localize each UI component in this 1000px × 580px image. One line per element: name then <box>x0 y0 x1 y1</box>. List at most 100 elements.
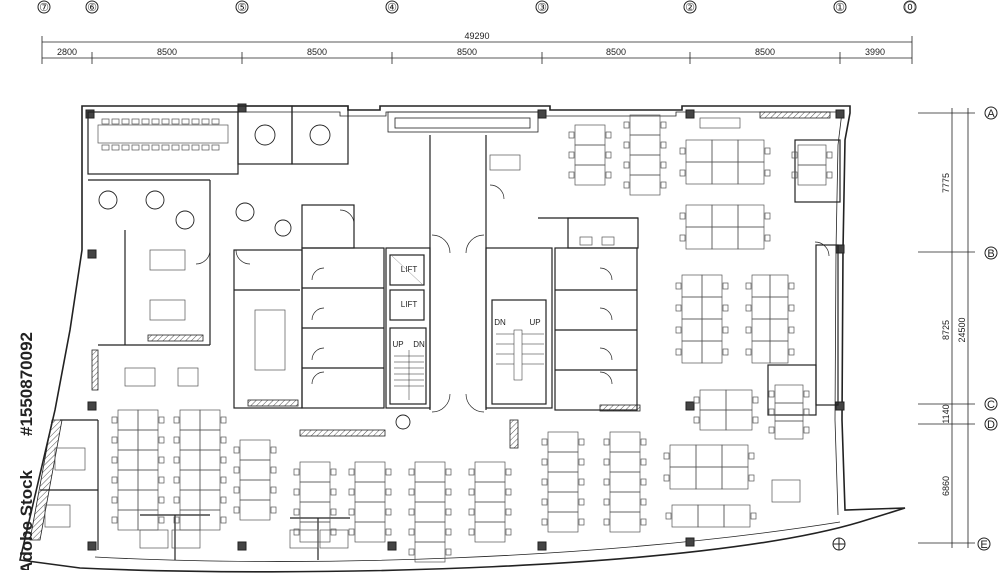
desk-chair <box>826 151 833 159</box>
desk-chair <box>722 348 729 356</box>
furniture-layer <box>44 114 833 563</box>
svg-text:③: ③ <box>537 2 547 14</box>
grid-marker-2: ② <box>683 0 697 14</box>
desk-chair <box>693 416 700 424</box>
workstation-desk <box>681 318 703 342</box>
desk-chair <box>663 452 670 460</box>
fixture <box>601 236 615 246</box>
desk-chair <box>111 516 118 524</box>
workstation-desk <box>137 409 159 431</box>
stair-left-up-label: UP <box>392 340 403 349</box>
desk-chair <box>605 151 612 159</box>
grid-marker-7: ⑦ <box>37 0 51 14</box>
workstation-desk <box>685 161 713 185</box>
workstation-desk <box>239 439 271 461</box>
workstation-desk <box>44 504 71 528</box>
desk-chair <box>578 478 585 486</box>
workstation-desk <box>774 402 804 422</box>
workstation-desk <box>299 501 331 523</box>
desk-chair <box>348 468 355 476</box>
span-label-7: 3990 <box>865 47 885 57</box>
workstation-desk <box>609 431 641 453</box>
desk-chair <box>233 506 240 514</box>
workstation-desk <box>117 469 139 491</box>
desk-chair <box>348 528 355 536</box>
desk-chair <box>568 131 575 139</box>
desk-chair <box>408 528 415 536</box>
workstation-desk <box>669 466 697 490</box>
desk-chair <box>111 416 118 424</box>
workstation-desk <box>751 296 771 320</box>
desk-chair <box>722 304 729 312</box>
svg-text:②: ② <box>685 2 695 14</box>
row-span-label-2: 8725 <box>941 320 951 340</box>
desk-chair <box>173 416 180 424</box>
desk-chair <box>675 304 682 312</box>
desk-chair <box>468 508 475 516</box>
conference-chair <box>131 144 140 151</box>
conference-chair <box>141 118 150 125</box>
desk-chair <box>158 416 165 424</box>
desk-chair <box>764 147 771 155</box>
workstation-desk <box>697 504 725 528</box>
conference-chair <box>161 118 170 125</box>
desk-chair <box>803 408 810 416</box>
desk-chair <box>408 548 415 556</box>
door-swings <box>195 184 830 413</box>
desk-chair <box>679 147 686 155</box>
conference-chair <box>121 144 130 151</box>
desk-chair <box>233 466 240 474</box>
workstation-desk <box>671 504 699 528</box>
top-dimension-chain <box>41 36 913 64</box>
desk-chair <box>605 171 612 179</box>
svg-text:B: B <box>987 248 994 260</box>
watermark-id: #1550870092 <box>17 332 36 436</box>
desk-chair <box>803 390 810 398</box>
workstation-desk <box>711 161 739 185</box>
total-width-label: 49290 <box>464 31 489 41</box>
workstation-desk <box>751 318 771 342</box>
desk-chair <box>665 512 672 520</box>
conference-chair <box>111 144 120 151</box>
desk-chair <box>505 508 512 516</box>
desk-chair <box>348 488 355 496</box>
desk-chair <box>722 326 729 334</box>
desk-chair <box>748 474 755 482</box>
workstation-desk <box>629 134 661 156</box>
lounge-table <box>145 190 165 210</box>
span-label-4: 8500 <box>457 47 477 57</box>
lift-label-1: LIFT <box>401 265 418 274</box>
lounge-table <box>395 414 411 430</box>
desk-chair <box>270 466 277 474</box>
desk-chair <box>330 528 337 536</box>
total-height-label: 24500 <box>957 317 967 342</box>
workstation-desk <box>474 521 506 543</box>
desk-chair <box>408 488 415 496</box>
workstation-desk <box>751 274 771 298</box>
desk-chair <box>788 326 795 334</box>
workstation-desk <box>179 469 201 491</box>
desk-chair <box>663 474 670 482</box>
desk-chair <box>660 141 667 149</box>
conference-chair <box>151 144 160 151</box>
workstation-desk <box>354 501 386 523</box>
workstation-desk <box>199 469 221 491</box>
workstation-desk <box>685 139 713 163</box>
workstation-desk <box>319 529 349 549</box>
workstation-desk <box>299 521 331 543</box>
desk-chair <box>603 518 610 526</box>
workstation-desk <box>629 154 661 176</box>
workstation-desk <box>179 489 201 511</box>
workstation-desk <box>117 509 139 531</box>
workstation-desk <box>723 504 751 528</box>
meeting-table <box>309 124 331 146</box>
desk-chair <box>541 478 548 486</box>
conference-chair <box>141 144 150 151</box>
workstation-desk <box>609 511 641 533</box>
desk-chair <box>111 456 118 464</box>
workstation-desk <box>137 489 159 511</box>
desk-chair <box>623 181 630 189</box>
workstation-desk <box>701 274 723 298</box>
conference-chair <box>171 144 180 151</box>
workstation-desk <box>179 449 201 471</box>
